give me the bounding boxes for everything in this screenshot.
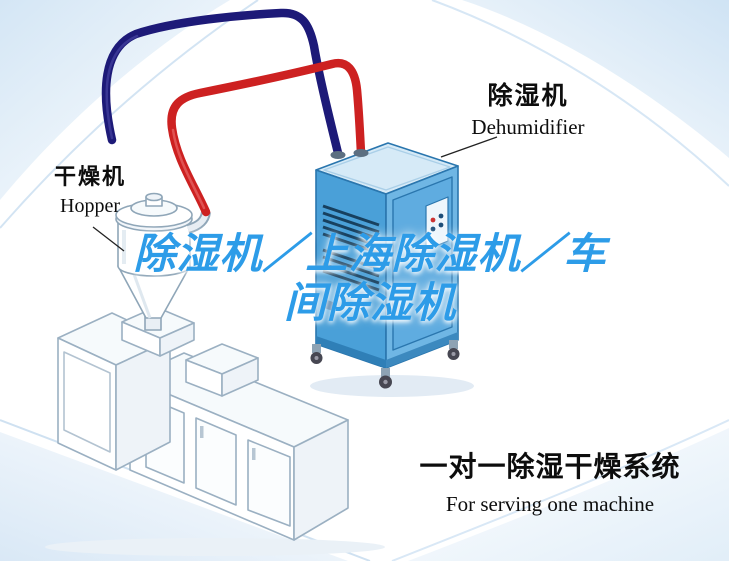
dehumidifier-label: 除湿机 Dehumidifier	[446, 76, 610, 140]
pipes	[101, 8, 366, 217]
vent-grille	[322, 204, 380, 292]
control-panel	[425, 196, 449, 251]
dehumidifier-shadow	[310, 375, 474, 397]
hopper-label: 干燥机 Hopper	[36, 159, 144, 218]
machine-shadow	[45, 538, 385, 556]
hopper-body	[117, 221, 191, 277]
watermark-line-2: 间除湿机	[283, 277, 456, 327]
bottom-caption: 一对一除湿干燥系统 For serving one machine	[394, 445, 706, 517]
watermark-title: 除湿机／上海除湿机／车 间除湿机	[54, 229, 686, 327]
hopper-label-en: Hopper	[60, 195, 120, 217]
molding-machine	[45, 306, 385, 556]
dehumidifier-unit	[310, 142, 474, 397]
dehumidifier-label-en: Dehumidifier	[471, 115, 585, 139]
dehumidifier-pointer-line	[440, 136, 498, 158]
supply-pipe	[101, 8, 343, 158]
watermark-line-1: 除湿机／上海除湿机／车	[133, 229, 607, 278]
power-button	[430, 217, 436, 223]
return-pipe-fitting	[353, 149, 369, 157]
machine-door	[195, 417, 237, 506]
pointer-lines	[92, 136, 498, 252]
caster-wheels	[310, 340, 460, 389]
hopper-pointer-line	[92, 226, 125, 252]
logo-plate	[324, 299, 333, 311]
supply-pipe-fitting	[330, 151, 346, 159]
hopper-label-zh: 干燥机	[53, 165, 126, 190]
dehumidifier-label-zh: 除湿机	[487, 81, 569, 110]
machine-door	[247, 439, 291, 527]
caption-zh: 一对一除湿干燥系统	[419, 450, 681, 483]
caption-en: For serving one machine	[445, 492, 655, 516]
dehumidifier-base	[316, 336, 386, 368]
